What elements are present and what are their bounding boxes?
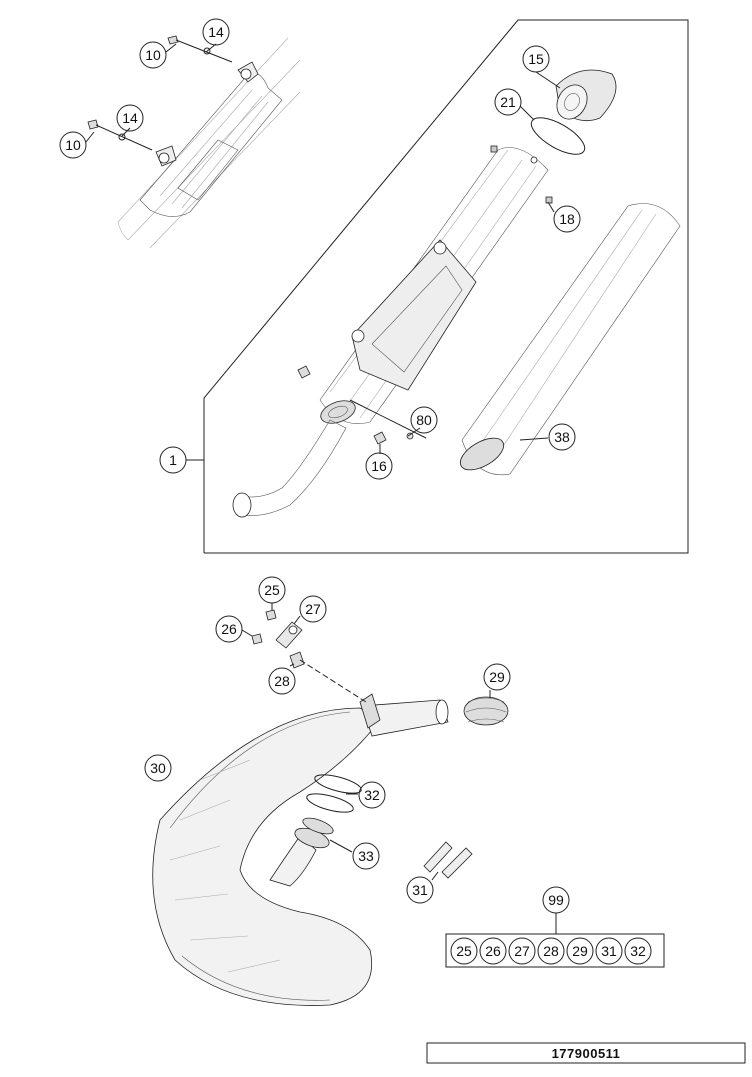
callout-27: 27 [299,595,327,623]
drawing-number: 177900511 [552,1046,621,1061]
kit-item-label: 27 [514,943,530,959]
callout-label: 80 [416,412,432,428]
callout-28: 28 [268,667,296,695]
callout-33: 33 [352,842,380,870]
callout-80: 80 [410,406,438,434]
frame-mounting-detail [87,35,301,249]
kit-item-callout: 27 [508,937,536,965]
kit-item-callout: 29 [566,937,594,965]
kit-item-label: 29 [572,943,588,959]
callout-99: 99 [542,886,570,914]
silencer-assembly-frame [203,19,689,554]
kit-item-callout: 25 [450,937,478,965]
callout-label: 38 [554,429,570,445]
callout-16: 16 [365,452,393,480]
kit-box: 25 26 27 28 29 31 32 [445,933,665,968]
callout-14a: 14 [202,18,230,46]
callout-label: 25 [264,582,280,598]
callout-21: 21 [494,88,522,116]
kit-item-label: 31 [601,943,617,959]
callout-label: 18 [559,211,575,227]
callout-31: 31 [406,876,434,904]
callout-label: 14 [208,24,224,40]
callout-25: 25 [258,576,286,604]
callout-label: 10 [145,47,161,63]
drawing-number-box: 177900511 [426,1042,746,1064]
kit-item-label: 26 [485,943,501,959]
leader-lines [85,43,561,934]
callout-label: 28 [274,673,290,689]
callout-38: 38 [548,423,576,451]
callout-15: 15 [522,45,550,73]
callout-label: 14 [122,110,138,126]
callout-label: 15 [528,51,544,67]
exhaust-pipe [152,609,509,1006]
callout-30: 30 [144,754,172,782]
kit-item-callout: 32 [624,937,652,965]
kit-item-label: 25 [456,943,472,959]
silencer-sleeve [459,203,681,476]
callout-label: 10 [65,137,81,153]
callout-26: 26 [215,615,243,643]
callout-label: 33 [358,848,374,864]
callout-label: 32 [364,787,380,803]
kit-item-label: 28 [543,943,559,959]
callout-label: 1 [169,452,177,468]
kit-item-callout: 31 [595,937,623,965]
callout-10a: 10 [139,41,167,69]
silencer [232,145,553,518]
kit-item-callout: 28 [537,937,565,965]
callout-1: 1 [159,446,187,474]
callout-label: 26 [221,621,237,637]
callout-18: 18 [553,205,581,233]
kit-item-callout: 26 [479,937,507,965]
callout-29: 29 [483,663,511,691]
callout-label: 99 [548,892,564,908]
callout-14b: 14 [116,104,144,132]
callout-label: 31 [412,882,428,898]
callout-label: 30 [150,760,166,776]
end-cap [530,69,617,155]
callout-32: 32 [358,781,386,809]
callout-label: 27 [305,601,321,617]
callout-label: 21 [500,94,516,110]
callout-label: 29 [489,669,505,685]
callout-label: 16 [371,458,387,474]
callout-10b: 10 [59,131,87,159]
kit-item-label: 32 [630,943,646,959]
kit-items: 25 26 27 28 29 31 32 [450,937,652,965]
